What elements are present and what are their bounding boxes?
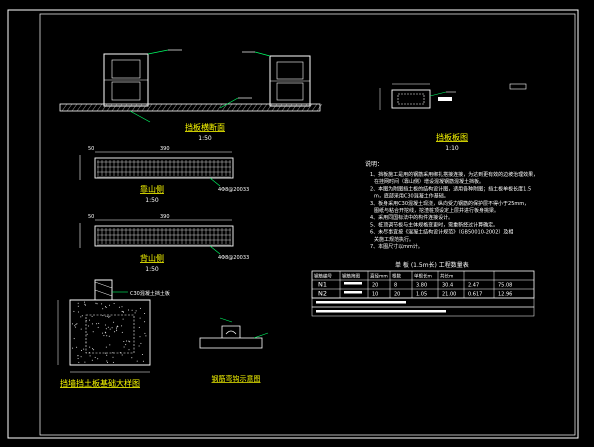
drawing-inner-frame	[39, 13, 576, 436]
leader-line	[129, 110, 151, 123]
foundation-detail: C30混凝土挡土板 挡墙挡土板基础大样图	[57, 279, 170, 388]
note-line: 4、采用同国标法中的构件连接设计。	[370, 214, 453, 221]
rebar-bend-detail: 钢筋弯钩示意图	[199, 317, 269, 383]
note-line: 3、板身采用C30混凝土现浇，纵向受力钢筋的保护层不得小于25mm，	[370, 200, 529, 207]
note-line: 在挂网时间（靠山侧）增设混凝钢筋混凝土挡板。	[374, 178, 484, 185]
note-line: 7、本图尺寸以mm计。	[370, 243, 423, 250]
table-header-cell: 共长m	[440, 273, 453, 280]
table-cell: N2	[318, 290, 327, 298]
slab-side-view-1: 50 390 4Φ8@20033 靠山侧 1:50	[79, 146, 249, 204]
baffle-title: 挡板板图	[436, 132, 468, 142]
right-retaining-block	[242, 51, 311, 107]
table-caption: 单 板 (1.5m长) 工程数量表	[395, 261, 469, 269]
rebar-grid	[97, 228, 231, 246]
table-cell: 1.05	[416, 292, 427, 298]
slab-side-2-scale: 1:50	[145, 266, 159, 273]
baffle-detail: 挡板板图 1:10	[379, 83, 527, 152]
rebar-bend-title: 钢筋弯钩示意图	[212, 374, 261, 383]
rebar-note: 4Φ8@20033	[218, 255, 249, 261]
foundation-label: C30混凝土挡土板	[130, 290, 170, 297]
note-line: 5、桩顶调节板与主体规格变更时，需重新经过计算确定。	[370, 221, 498, 228]
baffle-scale: 1:10	[445, 145, 459, 152]
table-cell: 75.08	[498, 283, 512, 289]
dim-mid: 390	[160, 146, 170, 152]
slab-side-view-2: 50 390 4Φ8@20033 背山侧 1:50	[79, 214, 249, 273]
table-cell: 0.617	[468, 292, 482, 298]
dim-left: 50	[88, 146, 94, 152]
rebar-sketch	[344, 291, 362, 294]
concrete-stipple	[72, 301, 147, 363]
slab-side-1-scale: 1:50	[145, 197, 159, 204]
table-header-cell: 根数	[392, 273, 401, 280]
slab-side-1-title: 靠山侧	[140, 184, 164, 194]
table-header-cell: 单根长m	[414, 273, 432, 280]
slab-side-2-title: 背山侧	[140, 253, 164, 263]
quantity-table: 单 板 (1.5m长) 工程数量表 钢筋编号 钢筋简图 直径mm 根数 单根长m 共长mN…	[311, 261, 535, 317]
table-cell: 8	[394, 283, 397, 289]
note-line: 1、挡板施工是用的钢筋采用绑扎搭接连接，为达到更有效的边坡治理效果，	[370, 171, 538, 178]
table-cell: N1	[318, 281, 327, 289]
summary-bar	[316, 310, 446, 313]
ground-slab	[59, 103, 321, 112]
note-line: 图纸与粘合开挖线，挖渣桩顶设定上层并进行板身挑梁。	[374, 207, 499, 214]
table-cell: 2.47	[468, 283, 479, 289]
rebar-note: 4Φ8@20033	[218, 187, 249, 193]
rebar-sketch	[344, 282, 362, 285]
foundation-title: 挡墙挡土板基础大样图	[60, 378, 140, 388]
notes-heading: 说明：	[365, 160, 383, 168]
table-cell: 30.4	[442, 283, 453, 289]
note-line: m，底部采用C30混凝土作基础。	[374, 193, 449, 200]
table-cell: 21.00	[442, 292, 456, 298]
leader-line	[219, 97, 239, 109]
left-retaining-block	[103, 49, 182, 107]
drawing-outer-frame	[7, 9, 579, 439]
summary-bar	[316, 301, 406, 304]
slab-outline	[94, 157, 234, 179]
dim-left: 50	[88, 214, 94, 220]
note-line: 2、本图为附图挡土板的结构设计图，适用各种附图；挡土板单板长度1.5	[370, 185, 531, 192]
notes-block: 说明： 1、挡板施工是用的钢筋采用绑扎搭接连接，为达到更有效的边坡治理效果，在挂…	[365, 160, 538, 250]
slab-outline	[94, 225, 234, 247]
table-cell: 20	[372, 283, 378, 289]
note-line: 6、未尽事宜按《混凝土结构设计规范》（GB50010-2002）及相	[370, 229, 513, 236]
ground-slab-hatch	[61, 103, 323, 112]
table-header-cell: 直径mm	[370, 273, 388, 280]
cross-section-title: 挡板横断面	[185, 122, 225, 132]
dim-mid: 390	[160, 214, 170, 220]
cross-section-view: 挡板横断面 1:50	[59, 49, 323, 142]
table-cell: 20	[394, 292, 400, 298]
rebar-grid	[97, 160, 231, 178]
table-cell: 10	[372, 292, 378, 298]
table-cell: 12.96	[498, 292, 512, 298]
note-line: 关施工规范执行。	[374, 236, 414, 243]
table-cell: 3.80	[416, 283, 427, 289]
table-header-cell: 钢筋编号	[314, 273, 332, 280]
table-header-cell: 钢筋简图	[342, 273, 360, 280]
cross-section-scale: 1:50	[198, 135, 212, 142]
